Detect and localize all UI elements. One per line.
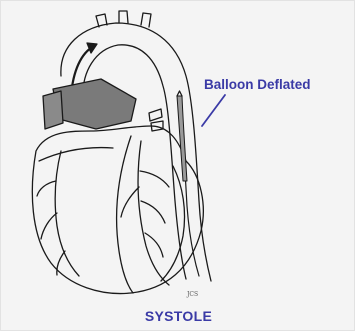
heart-outline: [32, 126, 203, 294]
interventricular-groove: [117, 136, 133, 293]
pulmonary-trunk-shade: [43, 91, 63, 129]
lad-branch-2: [141, 201, 165, 223]
atrial-border: [39, 148, 113, 161]
lad-branch-1: [140, 171, 169, 187]
lad-artery: [138, 141, 169, 285]
left-carotid-artery: [119, 11, 128, 23]
blood-flow-arrowhead: [87, 43, 97, 53]
left-subclavian-artery: [141, 13, 151, 27]
right-coronary-artery: [55, 151, 79, 276]
balloon-deflated-label: Balloon Deflated: [204, 77, 311, 92]
callout-pointer: [202, 95, 225, 126]
lad-branch-3: [145, 233, 163, 257]
artist-signature: JCS: [187, 291, 198, 298]
systole-caption: SYSTOLE: [1, 308, 355, 324]
pulmonary-trunk: [53, 79, 136, 129]
deflated-balloon: [177, 96, 187, 181]
balloon-tip: [177, 91, 182, 96]
aortic-arch-outer-wall: [61, 23, 211, 281]
pulmonary-vein-1: [149, 109, 162, 121]
left-ventricle-contour: [161, 166, 185, 281]
right-coronary-branch-2: [41, 213, 57, 239]
lad-branch-4: [121, 187, 139, 217]
right-coronary-branch-1: [37, 181, 56, 196]
